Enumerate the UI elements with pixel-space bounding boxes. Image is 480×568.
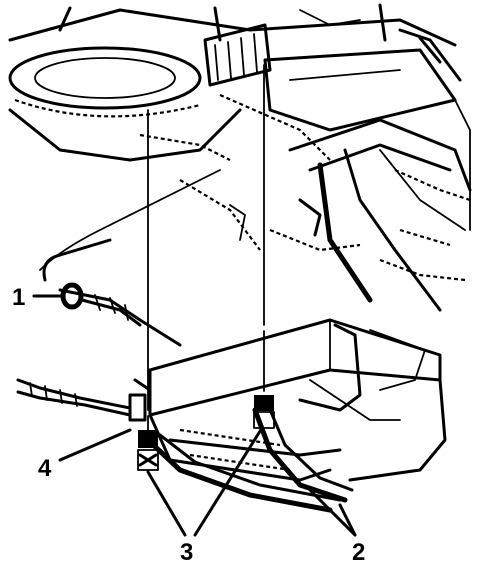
callout-labels: 1 2 3 4 <box>12 284 365 566</box>
leader-3b <box>193 426 264 537</box>
vehicle-underbody <box>8 3 472 312</box>
callout-3: 3 <box>180 539 193 566</box>
strap-bolts <box>137 64 275 471</box>
fuel-line <box>42 238 182 347</box>
bolt-right-head <box>254 395 274 411</box>
bolt-left-head <box>138 430 158 448</box>
fuel-tank-straps <box>145 403 354 513</box>
leader-3a <box>146 470 187 537</box>
callout-1: 1 <box>12 284 25 311</box>
leader-4 <box>58 428 132 462</box>
callout-4: 4 <box>38 455 52 482</box>
left-hose <box>16 378 152 422</box>
leader-2a <box>338 503 357 537</box>
leader-2b <box>308 488 357 537</box>
callout-leaders <box>32 294 357 537</box>
callout-2: 2 <box>352 539 365 566</box>
